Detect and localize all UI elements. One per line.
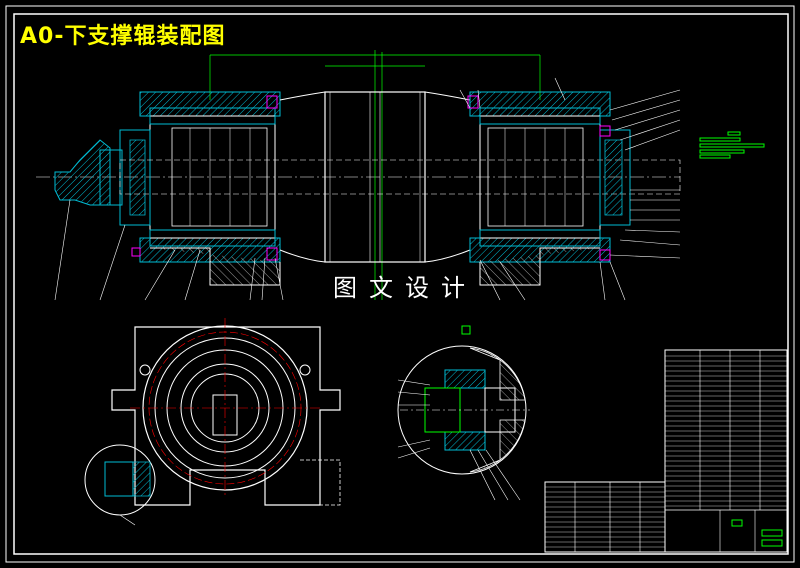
title-block	[544, 349, 788, 553]
side-legend	[699, 131, 765, 159]
right-housing	[467, 91, 631, 286]
right-leaders	[609, 89, 681, 259]
roller-barrel	[279, 91, 471, 263]
main-assembly-view	[36, 50, 765, 301]
bottom-leaders	[54, 199, 626, 301]
left-housing	[119, 91, 281, 286]
shaft-outline	[119, 159, 681, 195]
detail-section-view	[397, 325, 530, 501]
end-view	[84, 318, 341, 526]
sheet-outer-border	[5, 5, 795, 563]
left-coupling	[54, 139, 123, 206]
watermark-text: 图文设计	[333, 274, 477, 302]
sheet-inner-border	[13, 13, 789, 555]
top-leaders	[459, 77, 566, 109]
drawing-title: A0-下支撑辊装配图	[20, 24, 226, 49]
